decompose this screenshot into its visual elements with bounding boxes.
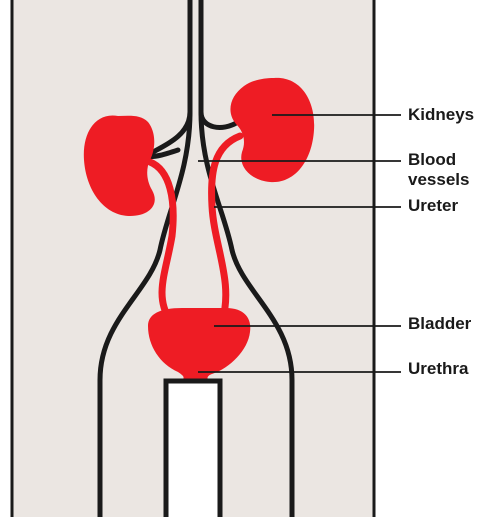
label-bladder-text: Bladder: [408, 314, 471, 333]
label-kidneys-text: Kidneys: [408, 105, 474, 124]
label-kidneys: Kidneys: [408, 105, 474, 125]
label-ureter: Ureter: [408, 196, 458, 216]
label-blood-vessels-line1: Blood: [408, 150, 456, 169]
urethra-tube: [166, 381, 220, 517]
label-bladder: Bladder: [408, 314, 471, 334]
label-blood-vessels: Blood vessels: [408, 150, 469, 190]
label-blood-vessels-line2: vessels: [408, 170, 469, 189]
label-ureter-text: Ureter: [408, 196, 458, 215]
label-urethra: Urethra: [408, 359, 468, 379]
label-urethra-text: Urethra: [408, 359, 468, 378]
